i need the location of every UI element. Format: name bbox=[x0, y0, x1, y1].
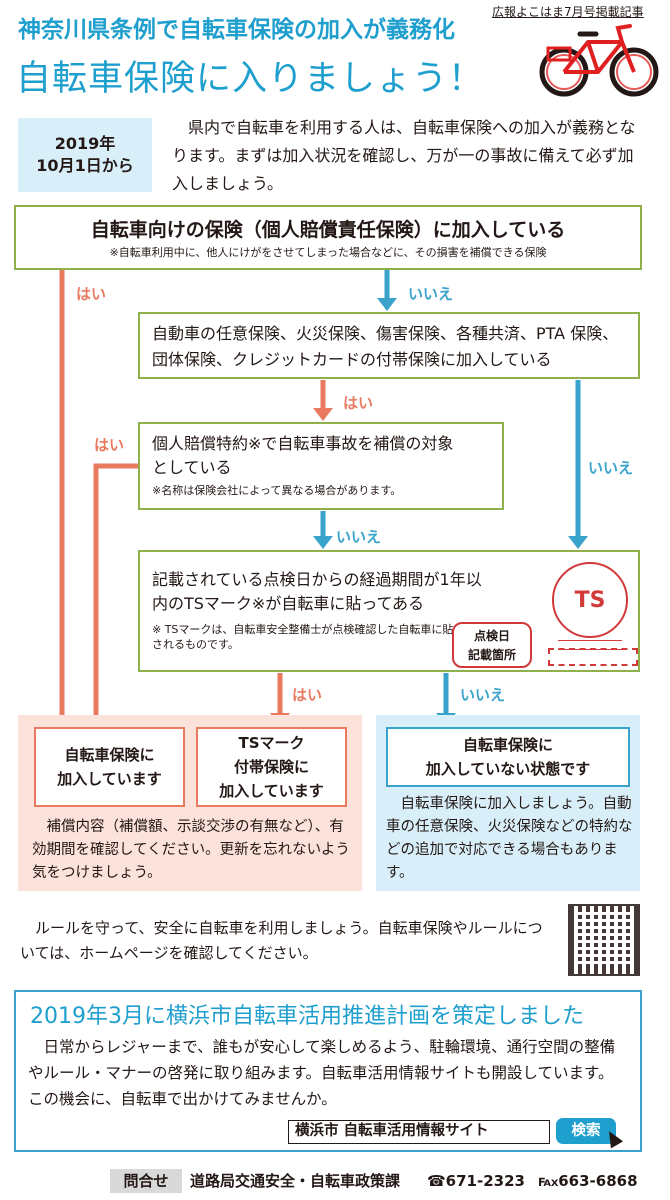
q2-yes-label: はい bbox=[343, 394, 374, 412]
result-2-line1: TSマーク bbox=[238, 734, 305, 752]
question-4-line1: 記載されている点検日からの経過期間が1年以 bbox=[152, 570, 482, 589]
q3-yes-label: はい bbox=[94, 436, 125, 454]
question-bicycle-insurance: 自転車向けの保険（個人賠償責任保険）に加入している ※自転車利用中に、他人にけが… bbox=[14, 205, 642, 270]
plan-title: 2019年3月に横浜市自転車活用推進計画を策定しました bbox=[30, 1004, 584, 1029]
question-3-note: ※名称は保険会社によって異なる場合があります。 bbox=[152, 484, 402, 497]
question-1-note: ※自転車利用中に、他人にけがをさせてしまった場合などに、その損害を補償できる保険 bbox=[109, 246, 547, 259]
result-insured: 自転車保険に 加入しています bbox=[34, 727, 185, 807]
question-3-line1: 個人賠償特約※で自転車事故を補償の対象 bbox=[152, 434, 454, 453]
result-2-line3: 加入しています bbox=[219, 782, 324, 800]
question-1-title: 自転車向けの保険（個人賠償責任保険）に加入している bbox=[90, 219, 566, 241]
question-3-line2: としている bbox=[152, 458, 232, 477]
source-note: 広報よこはま7月号掲載記事 bbox=[492, 5, 644, 19]
date-day: 10月1日から bbox=[36, 156, 134, 175]
result-ts-insured: TSマーク 付帯保険に 加入しています bbox=[196, 727, 347, 807]
result-2-line2: 付帯保険に bbox=[233, 758, 309, 776]
rules-text: ルールを守って、安全に自転車を利用しましょう。自転車保険やルールについては、ホー… bbox=[20, 919, 543, 962]
ts-mark-badge: TS bbox=[552, 562, 628, 638]
contact-fax: ℻663-6868 bbox=[538, 1172, 638, 1190]
search-input[interactable]: 横浜市 自転車活用情報サイト bbox=[288, 1120, 550, 1144]
q1-yes-label: はい bbox=[76, 285, 107, 303]
result-3-line1: 自転車保険に bbox=[462, 736, 553, 754]
result-3-line2: 加入していない状態です bbox=[425, 760, 591, 778]
qr-code-pattern bbox=[576, 912, 632, 968]
q2-no-label: いいえ bbox=[588, 459, 634, 477]
headline: 神奈川県条例で自転車保険の加入が義務化 bbox=[18, 17, 455, 43]
q4-no-label: いいえ bbox=[460, 686, 506, 704]
q4-yes-label: はい bbox=[292, 686, 323, 704]
question-2-line1: 自動車の任意保険、火災保険、傷害保険、各種共済、PTA 保険、 bbox=[152, 324, 619, 343]
question-2-line2: 団体保険、クレジットカードの付帯保険に加入している bbox=[152, 350, 552, 369]
inspection-date-area bbox=[548, 648, 638, 666]
contact-label: 問合せ bbox=[110, 1169, 182, 1193]
question-4-note: ※ TSマークは、自転車安全整備士が点検確認した自転車に貼付されるものです。 bbox=[152, 623, 465, 651]
result-1-line1: 自転車保険に bbox=[64, 746, 155, 764]
result-not-insured: 自転車保険に 加入していない状態です bbox=[386, 727, 630, 787]
bicycle-icon bbox=[539, 24, 659, 97]
question-other-insurance: 自動車の任意保険、火災保険、傷害保険、各種共済、PTA 保険、 団体保険、クレジ… bbox=[138, 312, 640, 379]
start-date-box: 2019年 10月1日から bbox=[18, 118, 152, 192]
page-title: 自転車保険に入りましょう！ bbox=[16, 59, 485, 99]
inspection-date-callout: 点検日 記載箇所 bbox=[452, 622, 532, 668]
q3-no-label: いいえ bbox=[336, 528, 382, 546]
not-insured-advice: 自転車保険に加入しましょう。自動車の任意保険、火災保険などの特約などの追加で対応… bbox=[386, 796, 633, 881]
question-liability-rider: 個人賠償特約※で自転車事故を補償の対象 としている ※名称は保険会社によって異な… bbox=[138, 422, 504, 510]
search-button[interactable]: 検索 bbox=[556, 1118, 616, 1144]
result-1-line2: 加入しています bbox=[57, 770, 162, 788]
callout-line1: 点検日 bbox=[473, 629, 510, 643]
insured-advice: 補償内容（補償額、示談交渉の有無など）、有効期間を確認してください。更新を忘れな… bbox=[32, 819, 350, 881]
contact-department: 道路局交通安全・自転車政策課 bbox=[190, 1172, 401, 1190]
intro-text: 県内で自転車を利用する人は、自転車保険への加入が義務となります。まずは加入状況を… bbox=[172, 118, 636, 193]
question-4-line2: 内のTSマーク※が自転車に貼ってある bbox=[152, 594, 425, 613]
plan-text: 日常からレジャーまで、誰もが安心して楽しめるよう、駐輪環境、通行空間の整備やルー… bbox=[28, 1038, 616, 1108]
date-year: 2019年 bbox=[54, 134, 116, 154]
callout-line2: 記載箇所 bbox=[467, 648, 516, 662]
contact-phone: ☎671-2323 bbox=[427, 1172, 525, 1190]
q1-no-label: いいえ bbox=[408, 285, 454, 303]
